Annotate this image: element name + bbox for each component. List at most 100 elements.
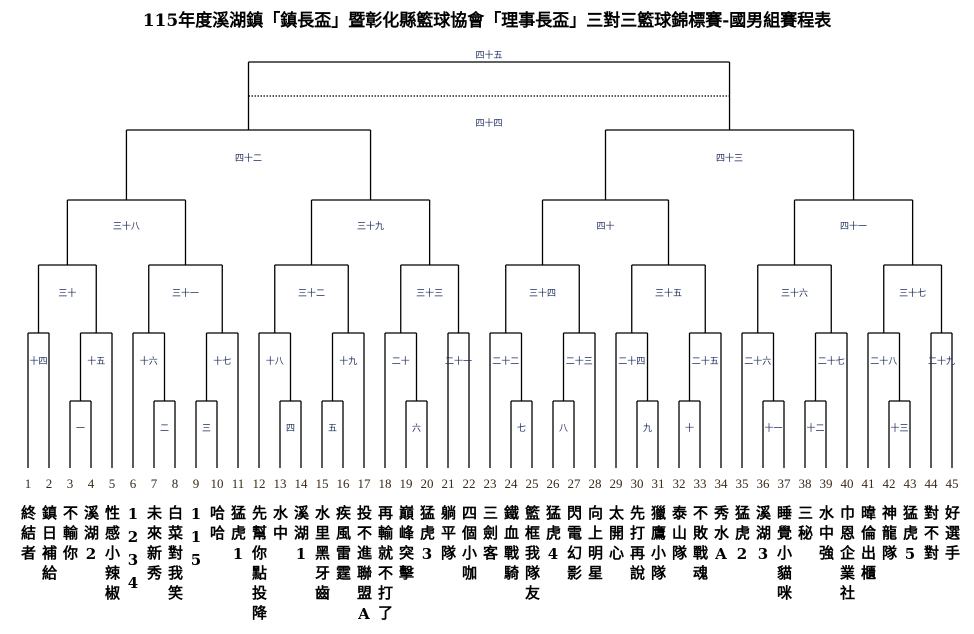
team-number: 16 bbox=[336, 476, 350, 491]
game-label: 二十 bbox=[392, 355, 410, 367]
team-name: 神龍隊 bbox=[880, 505, 898, 565]
team-number: 4 bbox=[87, 476, 95, 491]
game-label: 三十六 bbox=[781, 287, 808, 299]
team-number: 18 bbox=[378, 476, 392, 491]
team-number: 28 bbox=[588, 476, 602, 491]
game-label: 七 bbox=[517, 423, 526, 434]
team-number: 43 bbox=[903, 476, 917, 491]
game-label: 十五 bbox=[87, 355, 105, 367]
game-label: 二十九 bbox=[928, 355, 955, 367]
third-place-game-label: 四十四 bbox=[476, 117, 503, 129]
game-label: 十七 bbox=[213, 355, 231, 367]
team-name: 先打再說 bbox=[628, 505, 646, 585]
team-number: 1 bbox=[24, 476, 32, 491]
team-number: 21 bbox=[441, 476, 455, 491]
game-label: 二十五 bbox=[692, 355, 719, 367]
team-number: 2 bbox=[45, 476, 53, 491]
game-label: 三十一 bbox=[172, 287, 199, 299]
team-number: 10 bbox=[210, 476, 224, 491]
team-name: 水中強 bbox=[817, 505, 835, 565]
team-number: 24 bbox=[504, 476, 518, 491]
game-label: 九 bbox=[643, 423, 652, 434]
team-number: 25 bbox=[525, 476, 539, 491]
team-number: 45 bbox=[945, 476, 959, 491]
team-number: 8 bbox=[171, 476, 179, 491]
game-label: 三十九 bbox=[357, 220, 384, 232]
team-name: 睡覺小貓咪 bbox=[775, 505, 793, 605]
game-label: 二十六 bbox=[744, 355, 771, 367]
game-label: 十二 bbox=[806, 422, 824, 434]
team-name: 三秘 bbox=[796, 505, 814, 545]
game-label: 二十八 bbox=[870, 355, 897, 367]
team-name: 再輸就不打了 bbox=[376, 505, 394, 625]
team-number: 7 bbox=[150, 476, 158, 491]
team-number: 12 bbox=[252, 476, 266, 491]
game-label: 三十二 bbox=[298, 287, 325, 299]
game-label: 三十四 bbox=[529, 287, 556, 299]
team-name: 115 bbox=[187, 505, 205, 574]
team-number: 42 bbox=[882, 476, 896, 491]
team-name: 三劍客 bbox=[481, 505, 499, 565]
team-number: 26 bbox=[546, 476, 560, 491]
team-name: 籃框我隊友 bbox=[523, 505, 541, 605]
team-number: 23 bbox=[483, 476, 497, 491]
team-name: 向上明星 bbox=[586, 505, 604, 585]
team-name: 秀水A bbox=[712, 505, 730, 568]
team-name: 性感小辣椒 bbox=[103, 505, 121, 605]
game-label: 八 bbox=[559, 424, 568, 434]
team-name: 暐倫出櫃 bbox=[859, 505, 877, 585]
game-label: 三 bbox=[202, 424, 211, 434]
team-name: 閃電幻影 bbox=[565, 505, 583, 585]
game-label: 六 bbox=[412, 422, 421, 434]
game-label: 三十八 bbox=[113, 220, 140, 232]
team-name: 疾風雷霆 bbox=[334, 505, 352, 585]
team-name: 猛虎5 bbox=[901, 505, 919, 568]
team-name: 巾恩企業社 bbox=[838, 505, 856, 605]
team-number: 6 bbox=[129, 476, 137, 491]
team-number: 29 bbox=[609, 476, 623, 491]
team-number: 20 bbox=[420, 476, 434, 491]
team-number: 22 bbox=[462, 476, 476, 491]
game-label: 四十一 bbox=[840, 220, 867, 232]
team-name: 白菜對我笑 bbox=[166, 505, 184, 605]
team-number: 9 bbox=[192, 476, 200, 491]
game-label: 四十三 bbox=[716, 152, 743, 164]
team-name: 不輸你 bbox=[61, 505, 79, 565]
team-name: 溪湖2 bbox=[82, 505, 100, 568]
game-label: 二十一 bbox=[445, 355, 472, 367]
team-name: 溪湖3 bbox=[754, 505, 772, 568]
team-name: 哈哈 bbox=[208, 505, 226, 545]
game-label: 二十四 bbox=[618, 355, 645, 367]
team-name: 鐵血戰騎 bbox=[502, 505, 520, 585]
team-name: 巔峰突擊 bbox=[397, 505, 415, 585]
game-label: 二十七 bbox=[818, 355, 845, 367]
team-number: 44 bbox=[924, 476, 938, 491]
team-name: 1234 bbox=[124, 505, 142, 597]
game-label: 十三 bbox=[890, 422, 908, 434]
game-label: 五 bbox=[328, 424, 337, 434]
team-name: 猛虎2 bbox=[733, 505, 751, 568]
team-name: 先幫你點投降 bbox=[250, 505, 268, 625]
final-game-label: 四十五 bbox=[476, 49, 503, 61]
game-label: 三十 bbox=[58, 287, 76, 299]
team-number: 19 bbox=[399, 476, 413, 491]
team-name: 猛虎3 bbox=[418, 505, 436, 568]
game-label: 十九 bbox=[339, 355, 357, 367]
team-name: 溪湖1 bbox=[292, 505, 310, 568]
team-name: 四個小咖 bbox=[460, 505, 478, 585]
game-label: 十八 bbox=[266, 355, 284, 367]
game-label: 十 bbox=[685, 422, 694, 434]
team-name: 猛虎1 bbox=[229, 505, 247, 568]
team-number: 36 bbox=[756, 476, 770, 491]
team-number: 34 bbox=[714, 476, 728, 491]
game-label: 三十七 bbox=[899, 287, 926, 299]
team-name: 獵鷹小隊 bbox=[649, 505, 667, 585]
team-name: 鎮日補給 bbox=[40, 505, 58, 585]
team-name: 投不進聯盟A bbox=[355, 505, 373, 628]
team-name: 水中 bbox=[271, 505, 289, 545]
game-label: 四十 bbox=[596, 220, 614, 232]
team-number: 14 bbox=[294, 476, 308, 491]
team-number: 17 bbox=[357, 476, 371, 491]
